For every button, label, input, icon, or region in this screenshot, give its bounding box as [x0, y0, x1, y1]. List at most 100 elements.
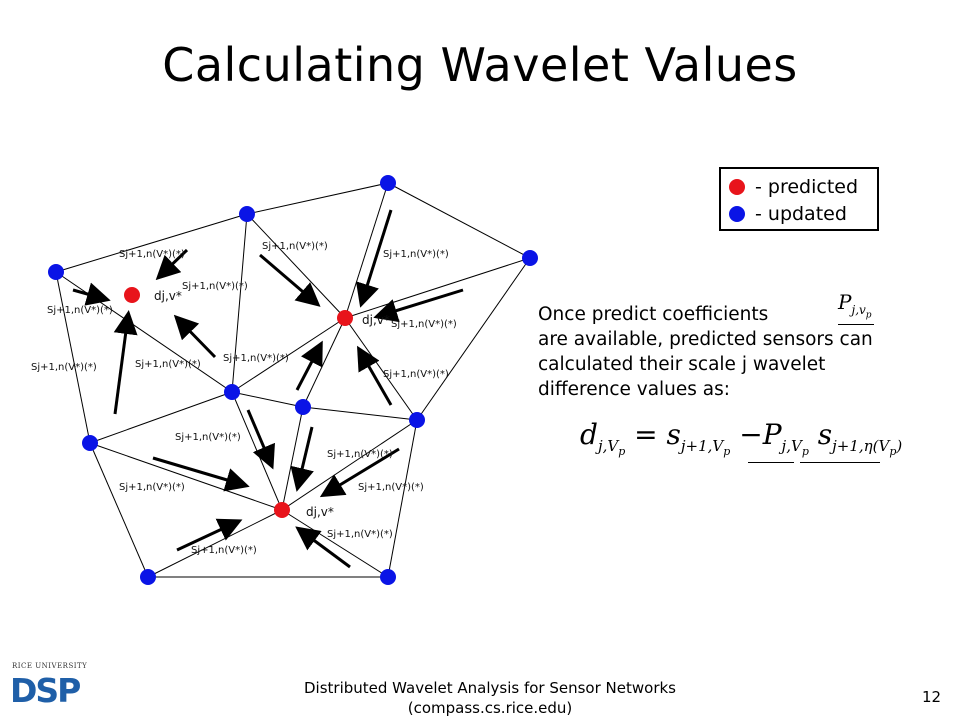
- eq-p-subsub: p: [801, 444, 809, 458]
- arrow: [290, 426, 314, 492]
- logo-university: RICE UNIVERSITY: [12, 662, 88, 670]
- legend-predicted: - predicted: [729, 176, 858, 198]
- network-edge: [89, 391, 233, 444]
- red-dot-icon: [729, 179, 745, 195]
- network-edge: [302, 406, 418, 421]
- pj-base: P: [838, 290, 852, 314]
- eq-d-subsub: p: [618, 444, 626, 458]
- network-edge: [89, 442, 283, 511]
- network-edge: [55, 213, 248, 273]
- updated-sensor-node: [522, 250, 538, 266]
- page-number: 12: [922, 688, 942, 706]
- network-edge: [387, 182, 531, 259]
- pj-sub: j,v: [851, 303, 866, 317]
- network-edge: [344, 182, 389, 319]
- updated-sensor-node: [239, 206, 255, 222]
- network-edge: [147, 509, 283, 578]
- updated-sensor-node: [140, 569, 156, 585]
- network-edge: [231, 391, 283, 511]
- footer-title: Distributed Wavelet Analysis for Sensor …: [304, 679, 676, 697]
- edge-label: Sj+1,n(V*)(*): [119, 482, 185, 493]
- wavelet-label: dj,v*: [154, 289, 182, 303]
- footer: Distributed Wavelet Analysis for Sensor …: [260, 678, 720, 718]
- explanation-text: Once predict coefficients are available,…: [538, 302, 948, 402]
- arrow: [72, 282, 111, 306]
- network-edge: [246, 213, 346, 319]
- edge-label: Sj+1,n(V*)(*): [175, 432, 241, 443]
- arrow: [176, 518, 243, 552]
- eq-s: s: [666, 418, 681, 451]
- edge-label: Sj+1,n(V*)(*): [47, 305, 113, 316]
- arrow: [113, 310, 138, 415]
- text-line: calculated their scale j wavelet: [538, 354, 826, 375]
- eq-d-sub: j,V: [597, 436, 619, 455]
- edge-label: Sj+1,n(V*)(*): [31, 362, 97, 373]
- wavelet-label: dj,v*: [306, 505, 334, 519]
- footer-url: (compass.cs.rice.edu): [407, 699, 573, 717]
- network-edge: [231, 213, 248, 393]
- network-edge: [281, 509, 389, 578]
- eq-p: P: [762, 418, 782, 451]
- edge-label: Sj+1,n(V*)(*): [327, 449, 393, 460]
- edge-label: Sj+1,n(V*)(*): [182, 281, 248, 292]
- eq-s2-sub: j+1,η(V: [832, 436, 890, 455]
- edge-label: Sj+1,n(V*)(*): [391, 319, 457, 330]
- eq-minus: −: [739, 418, 763, 451]
- eq-p-sub: j,V: [781, 436, 802, 455]
- edge-label: Sj+1,n(V*)(*): [383, 249, 449, 260]
- updated-sensor-node: [224, 384, 240, 400]
- legend-updated: - updated: [729, 203, 847, 225]
- network-edge: [302, 317, 346, 408]
- edge-label: Sj+1,n(V*)(*): [223, 353, 289, 364]
- pj-subsub: p: [865, 310, 872, 321]
- network-edge: [416, 257, 531, 421]
- arrow: [373, 288, 464, 323]
- network-edge: [246, 182, 389, 215]
- rice-dsp-logo: RICE UNIVERSITY DSP: [10, 662, 90, 712]
- arrow: [152, 456, 250, 492]
- edge-label: Sj+1,n(V*)(*): [358, 482, 424, 493]
- text-line: Once predict coefficients: [538, 304, 769, 325]
- legend: - predicted - updated: [719, 167, 879, 231]
- arrow: [357, 345, 393, 406]
- legend-predicted-label: - predicted: [755, 176, 859, 198]
- eq-s2-close: ): [896, 436, 903, 455]
- network-edge: [89, 442, 149, 578]
- arrow: [319, 447, 400, 498]
- blue-dot-icon: [729, 206, 745, 222]
- updated-sensor-node: [380, 569, 396, 585]
- edge-label: Sj+1,n(V*)(*): [135, 359, 201, 370]
- eq-s-subsub: p: [723, 444, 731, 458]
- updated-sensor-node: [380, 175, 396, 191]
- predicted-sensor-node: [337, 310, 353, 326]
- eq-s2: s: [817, 418, 833, 451]
- eq-s-sub: j+1,V: [680, 436, 724, 455]
- eq-d: d: [580, 418, 598, 451]
- edge-label: Sj+1,n(V*)(*): [327, 529, 393, 540]
- network-edge: [344, 317, 418, 421]
- network-edge: [231, 391, 304, 408]
- wavelet-equation: dj,Vp = sj+1,Vp −Pj,Vp sj+1,η(Vp): [580, 418, 903, 463]
- updated-sensor-node: [48, 264, 64, 280]
- network-edge: [387, 419, 418, 578]
- arrow: [295, 526, 351, 569]
- predicted-sensor-node: [124, 287, 140, 303]
- text-line: are available, predicted sensors can: [538, 329, 873, 350]
- text-line: difference values as:: [538, 379, 731, 400]
- eq-s2-subsub: p: [889, 444, 897, 458]
- updated-sensor-node: [295, 399, 311, 415]
- network-edge: [281, 406, 304, 511]
- eq-equals: =: [634, 418, 658, 451]
- arrow: [355, 209, 393, 308]
- edge-label: Sj+1,n(V*)(*): [262, 241, 328, 252]
- legend-updated-label: - updated: [755, 203, 847, 225]
- network-edge: [55, 271, 91, 444]
- arrow: [155, 248, 189, 281]
- predicted-sensor-node: [274, 502, 290, 518]
- network-edge: [231, 317, 346, 393]
- updated-sensor-node: [409, 412, 425, 428]
- edge-label: Sj+1,n(V*)(*): [383, 369, 449, 380]
- slide-title: Calculating Wavelet Values: [162, 38, 798, 92]
- predict-coefficient-symbol: Pj,vp: [838, 290, 874, 325]
